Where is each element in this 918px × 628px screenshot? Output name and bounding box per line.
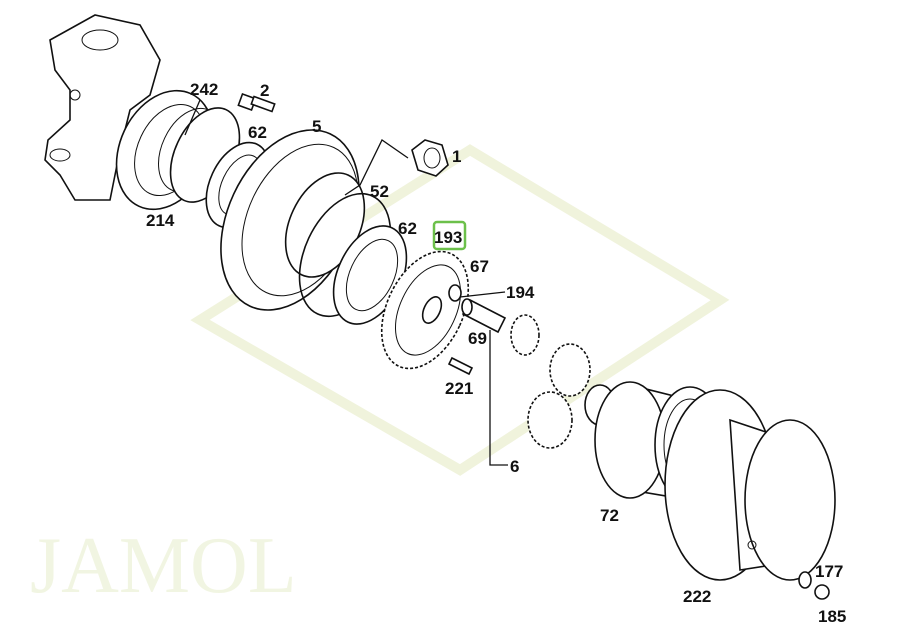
part-185-plug[interactable] <box>814 584 830 600</box>
label-72[interactable]: 72 <box>600 506 619 525</box>
label-2[interactable]: 2 <box>260 81 269 100</box>
part-177-washer[interactable] <box>798 571 812 589</box>
label-5[interactable]: 5 <box>312 117 321 136</box>
part-6-planetary-set[interactable] <box>510 314 616 449</box>
part-194-washer[interactable] <box>448 284 462 302</box>
label-177[interactable]: 177 <box>815 562 843 581</box>
watermark-shape <box>190 144 730 476</box>
leader-lines <box>184 99 508 466</box>
part-5-hub[interactable] <box>194 108 387 333</box>
label-242[interactable]: 242 <box>190 80 218 99</box>
label-1[interactable]: 1 <box>452 147 461 166</box>
label-62-inner[interactable]: 62 <box>398 219 417 238</box>
label-52[interactable]: 52 <box>370 182 389 201</box>
part-193-gear[interactable] <box>364 238 485 383</box>
label-67[interactable]: 67 <box>470 257 489 276</box>
label-6[interactable]: 6 <box>510 457 519 476</box>
highlight-box-193 <box>432 220 467 251</box>
label-214[interactable]: 214 <box>146 211 175 230</box>
label-193[interactable]: 193 <box>434 228 462 247</box>
label-221[interactable]: 221 <box>445 379 473 398</box>
watermark: JAMOL <box>30 522 297 610</box>
part-69-pin[interactable] <box>461 298 507 334</box>
label-185[interactable]: 185 <box>818 607 846 626</box>
part-1-nut[interactable] <box>411 139 449 177</box>
part-221-screw[interactable] <box>447 356 474 376</box>
label-194[interactable]: 194 <box>506 283 535 302</box>
part-2-bolt[interactable] <box>237 92 276 113</box>
label-62-outer[interactable]: 62 <box>248 123 267 142</box>
part-knuckle-housing[interactable] <box>44 14 161 201</box>
label-222[interactable]: 222 <box>683 587 711 606</box>
part-222-housing[interactable] <box>664 389 836 581</box>
label-69[interactable]: 69 <box>468 329 487 348</box>
